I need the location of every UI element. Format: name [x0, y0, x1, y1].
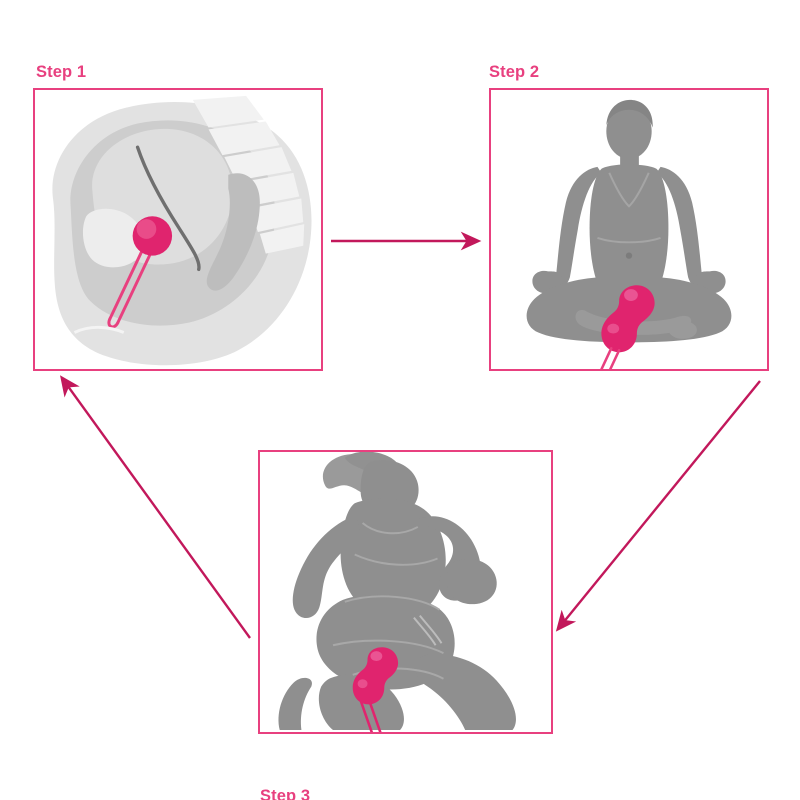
- canal-line: [135, 145, 201, 272]
- lotus-pose-silhouette-illustration: [491, 90, 767, 369]
- retrieval-cord: [600, 347, 621, 369]
- step-1-illustration-panel[interactable]: [33, 88, 323, 371]
- step-2-heading: Step 2: [489, 62, 540, 81]
- navel: [625, 252, 633, 259]
- apparel-lines: [597, 172, 661, 244]
- step-3-caption: Step 3 2 balls 64g Firning remodeling: [260, 738, 411, 800]
- double-kegel-ball: [601, 285, 655, 353]
- step-3-illustration-panel[interactable]: [258, 450, 553, 734]
- lower-detail: [73, 325, 125, 334]
- double-kegel-ball: [352, 647, 399, 705]
- step-3-heading: Step 3: [260, 786, 311, 800]
- step-1-heading: Step 1: [36, 62, 87, 81]
- pelvis-cross-section-illustration: [35, 90, 321, 369]
- drawstring: [413, 615, 443, 646]
- arrow-step3-to-step1: [60, 375, 251, 639]
- arrow-step2-to-step3: [555, 380, 761, 632]
- retrieval-cord: [359, 697, 382, 732]
- rectum-channel: [206, 173, 260, 291]
- pelvic-floor: [82, 208, 144, 268]
- kegel-ball-highlight: [136, 219, 157, 239]
- running-silhouette-illustration: [260, 452, 551, 732]
- retrieval-cord: [107, 246, 153, 329]
- step-2-illustration-panel[interactable]: [489, 88, 769, 371]
